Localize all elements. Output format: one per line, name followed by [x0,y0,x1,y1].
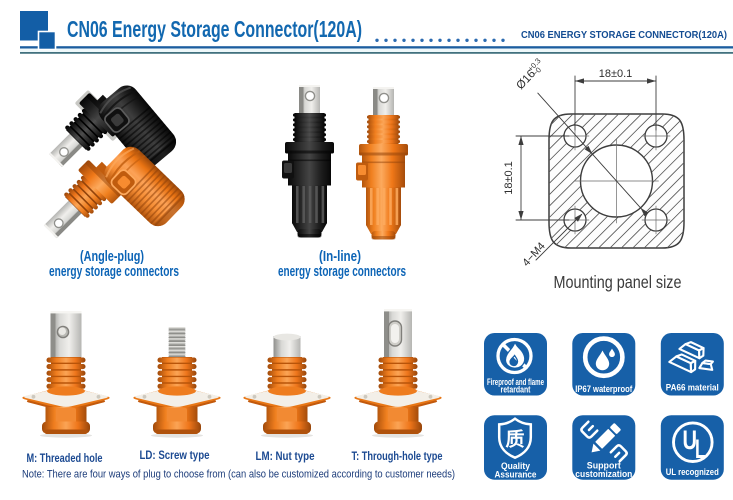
svg-text:Quality: Quality [501,461,530,471]
svg-text:LM: Nut type: LM: Nut type [256,451,315,463]
svg-text:18±0.1: 18±0.1 [503,161,515,195]
svg-text:Mounting panel size: Mounting panel size [554,272,682,292]
svg-text:L: L [695,434,706,464]
svg-text:energy storage connectors: energy storage connectors [278,263,406,280]
svg-text:CN06 Energy Storage Connector(: CN06 Energy Storage Connector(120A) [67,16,362,42]
svg-text:retardant: retardant [501,384,531,394]
svg-text:Note: There are four ways of p: Note: There are four ways of plug to cho… [22,469,455,481]
svg-text:UL recognized: UL recognized [666,467,719,478]
svg-text:IP67 waterproof: IP67 waterproof [575,384,633,395]
svg-text:U: U [683,425,698,455]
svg-text:M: Threaded hole: M: Threaded hole [27,453,103,465]
svg-text:18±0.1: 18±0.1 [599,68,633,80]
svg-text:4−M4: 4−M4 [520,240,548,269]
svg-text:customization: customization [575,469,632,479]
svg-text:(In-line): (In-line) [319,249,361,265]
svg-text:(Angle-plug): (Angle-plug) [80,249,144,265]
svg-text:LD: Screw type: LD: Screw type [140,450,210,462]
svg-text:PA66 material: PA66 material [666,383,719,394]
svg-text:Fireproof and flame: Fireproof and flame [487,377,544,387]
svg-text:T: Through-hole type: T: Through-hole type [352,451,443,463]
svg-text:Assurance: Assurance [495,470,537,480]
svg-text:CN06 ENERGY STORAGE CONNECTOR(: CN06 ENERGY STORAGE CONNECTOR(120A) [521,30,727,41]
svg-text:Support: Support [587,461,621,471]
svg-text:质: 质 [505,429,524,451]
svg-text:energy storage connectors: energy storage connectors [49,263,179,280]
